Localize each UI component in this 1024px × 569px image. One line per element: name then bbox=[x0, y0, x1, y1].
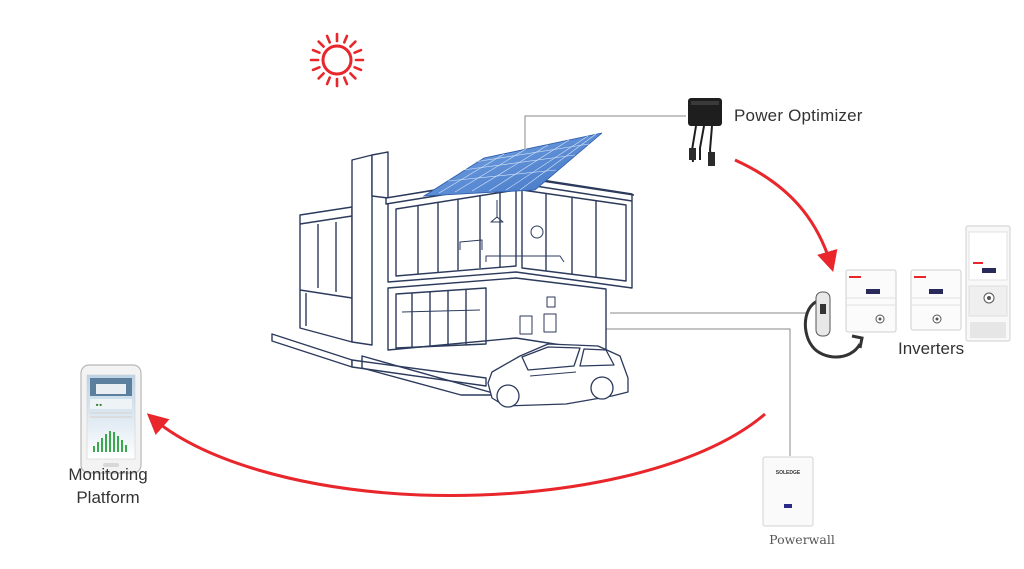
monitoring-label-line2: Platform bbox=[76, 488, 140, 507]
powerwall-brand: SOLEDGE bbox=[776, 470, 801, 476]
inverter-device bbox=[965, 225, 1011, 342]
svg-text:■ ■: ■ ■ bbox=[96, 402, 103, 407]
inverter-device bbox=[910, 269, 962, 331]
arrow-optimizer-to-inverters bbox=[734, 158, 838, 273]
solar-panels bbox=[422, 132, 603, 197]
powerwall-label: Powerwall bbox=[769, 532, 835, 547]
smartphone-device: ■ ■ bbox=[80, 364, 142, 474]
ev-charger-device bbox=[803, 291, 864, 359]
power-optimizer-label: Power Optimizer bbox=[734, 106, 863, 125]
inverters-label: Inverters bbox=[898, 339, 965, 358]
house-illustration bbox=[271, 151, 635, 408]
sun-icon bbox=[309, 32, 365, 88]
inverter-device bbox=[845, 269, 897, 333]
arrow-to-monitoring bbox=[146, 412, 766, 497]
car-illustration bbox=[487, 343, 629, 408]
monitoring-label-line1: Monitoring bbox=[68, 465, 148, 484]
connector-lines bbox=[524, 115, 808, 456]
power-optimizer-device bbox=[688, 98, 722, 167]
powerwall-device: SOLEDGE bbox=[762, 456, 814, 527]
monitoring-platform-label: Monitoring Platform bbox=[48, 463, 168, 509]
